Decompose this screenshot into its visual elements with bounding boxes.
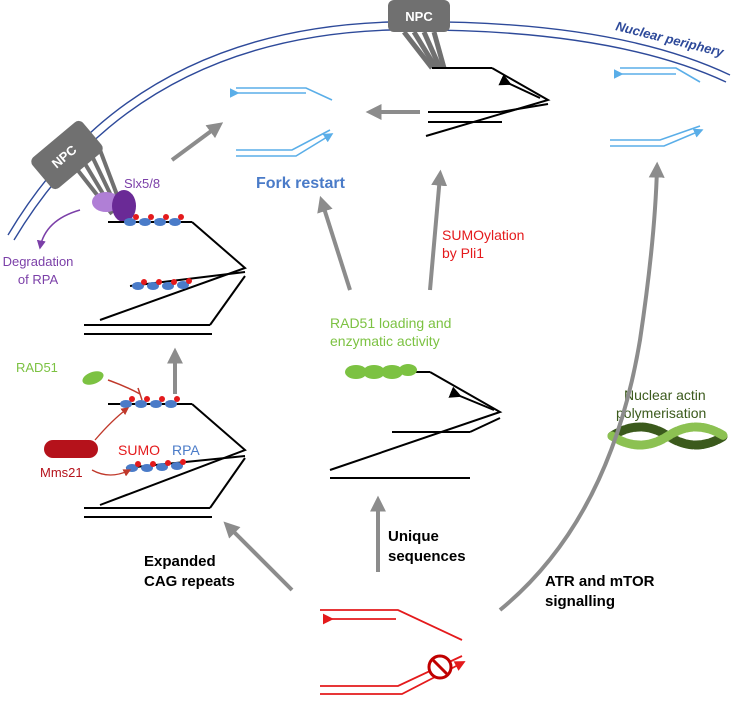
mms21-arrow-lower: [91, 469, 132, 477]
rad51-inhibition: [107, 379, 143, 401]
nuclear-actin-label-line2: polymerisation: [616, 405, 706, 421]
arrow-atr-signalling: [498, 161, 665, 612]
nuclear-actin-label-line1: Nuclear actin: [624, 387, 706, 403]
sumoylation-label-line1: SUMOylation: [442, 227, 524, 243]
fork-restart-label: Fork restart: [256, 175, 346, 192]
nuclear-periphery-membrane: [7, 21, 731, 241]
fork-middle: [329, 371, 503, 479]
mms21-protein: [44, 440, 98, 458]
fork-top-center: [425, 67, 551, 137]
sumoylation-label-line2: by Pli1: [442, 245, 484, 261]
block-icon: [427, 654, 453, 680]
arrow-expanded-cag: [223, 521, 294, 592]
arrow-to-restart-from-left: [170, 122, 224, 162]
rad51-loading-label-line2: enzymatic activity: [330, 333, 440, 349]
rad51-label: RAD51: [16, 360, 58, 375]
mms21-arrow-upper: [94, 407, 130, 441]
atr-label-line1: ATR and mTOR: [545, 573, 655, 590]
sumo-label: SUMO: [118, 442, 160, 458]
actin-filament: [607, 422, 729, 450]
stalled-fork: [320, 609, 466, 695]
rad51-loading-label-line1: RAD51 loading and: [330, 315, 451, 331]
fork-upper-left: [84, 221, 247, 335]
nuclear-periphery-label: Nuclear periphery: [614, 18, 726, 59]
restarted-fork-center: [230, 87, 334, 157]
unique-label-line1: Unique: [388, 528, 439, 545]
degradation-arrow: [36, 209, 81, 250]
expanded-label-line1: Expanded: [144, 553, 216, 570]
expanded-label-line2: CAG repeats: [144, 573, 235, 590]
degradation-label-line2: of RPA: [18, 272, 59, 287]
restarted-fork-right: [610, 67, 704, 147]
arrow-sumoylation: [428, 169, 448, 291]
mms21-label: Mms21: [40, 465, 83, 480]
slx-label: Slx5/8: [124, 176, 160, 191]
degradation-label-line1: Degradation: [3, 254, 74, 269]
unique-label-line2: sequences: [388, 548, 466, 565]
rad51-protein-left: [82, 371, 104, 385]
npc-top: NPC: [388, 0, 450, 70]
rad51-filament-middle: [345, 364, 417, 379]
rpa-label: RPA: [172, 442, 200, 458]
atr-label-line2: signalling: [545, 593, 615, 610]
slx5-8-protein: [92, 190, 136, 222]
rpa-sumo-chain-lower: [120, 396, 186, 472]
npc-top-label: NPC: [405, 9, 433, 24]
arrow-center-to-restart: [317, 195, 352, 291]
rpa-sumo-chain-upper: [124, 214, 192, 290]
fork-lower-left: [84, 403, 247, 518]
